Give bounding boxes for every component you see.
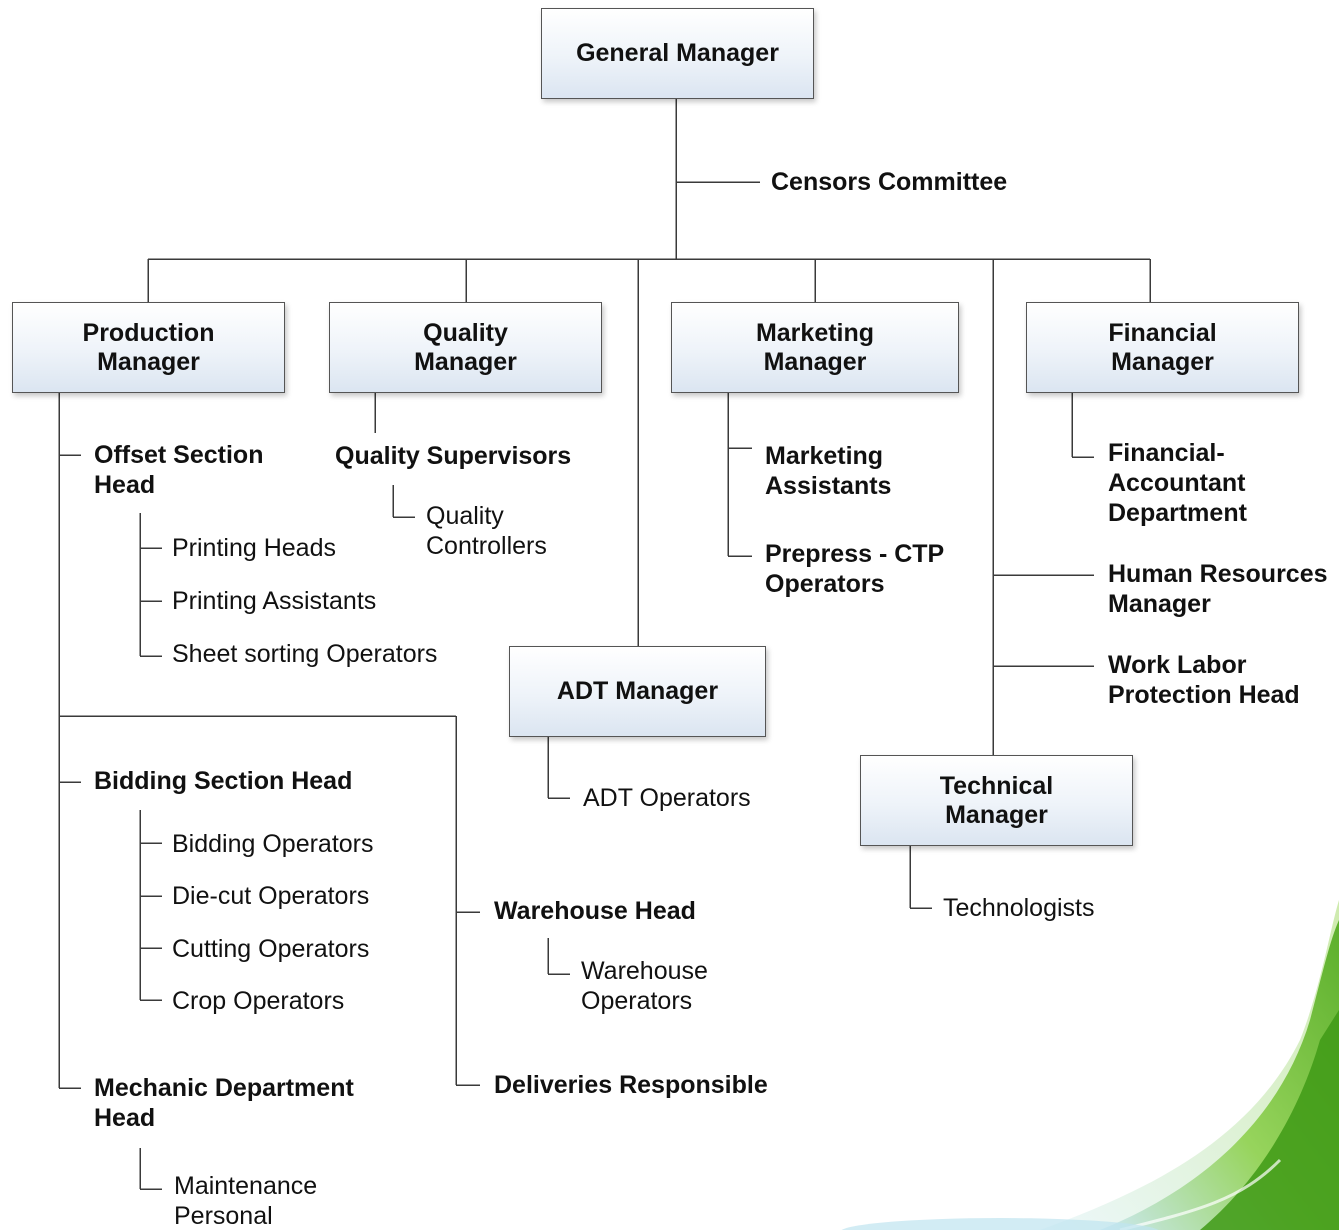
quality-manager-box: Quality Manager — [329, 302, 602, 393]
work-labor-protection-head-label: Work Labor Protection Head — [1108, 651, 1300, 709]
prepress-ctp-operators-label: Prepress - CTP Operators — [765, 540, 945, 598]
bidding-section-head-label: Bidding Section Head — [94, 767, 353, 795]
printing-assistants-label: Printing Assistants — [172, 587, 377, 615]
production-manager-box: Production Manager — [12, 302, 285, 393]
technologists-label: Technologists — [943, 894, 1095, 922]
sheet-sorting-operators-label: Sheet sorting Operators — [172, 640, 438, 668]
technical-manager-box: Technical Manager — [860, 755, 1133, 846]
quality-supervisors-label: Quality Supervisors — [335, 442, 572, 470]
warehouse-operators-label: Warehouse Operators — [581, 957, 708, 1015]
financial-accountant-department-label: Financial- Accountant Department — [1108, 439, 1247, 527]
adt-manager-box: ADT Manager — [509, 646, 766, 737]
general-manager-box: General Manager — [541, 8, 814, 99]
die-cut-operators-label: Die-cut Operators — [172, 882, 370, 910]
deliveries-responsible-label: Deliveries Responsible — [494, 1071, 768, 1099]
crop-operators-label: Crop Operators — [172, 987, 345, 1015]
quality-controllers-label: Quality Controllers — [426, 502, 547, 560]
maintenance-personal-label: Maintenance Personal — [174, 1172, 318, 1230]
marketing-assistants-label: Marketing Assistants — [765, 442, 892, 500]
financial-manager-box: Financial Manager — [1026, 302, 1299, 393]
adt-operators-label: ADT Operators — [583, 784, 751, 812]
warehouse-head-label: Warehouse Head — [494, 897, 696, 925]
offset-section-head-label: Offset Section Head — [94, 441, 264, 499]
printing-heads-label: Printing Heads — [172, 534, 336, 562]
marketing-manager-box: Marketing Manager — [671, 302, 959, 393]
bidding-operators-label: Bidding Operators — [172, 830, 374, 858]
mechanic-department-head-label: Mechanic Department Head — [94, 1074, 354, 1132]
cutting-operators-label: Cutting Operators — [172, 935, 370, 963]
human-resources-manager-label: Human Resources Manager — [1108, 560, 1328, 618]
censors-committee-label: Censors Committee — [771, 168, 1008, 196]
